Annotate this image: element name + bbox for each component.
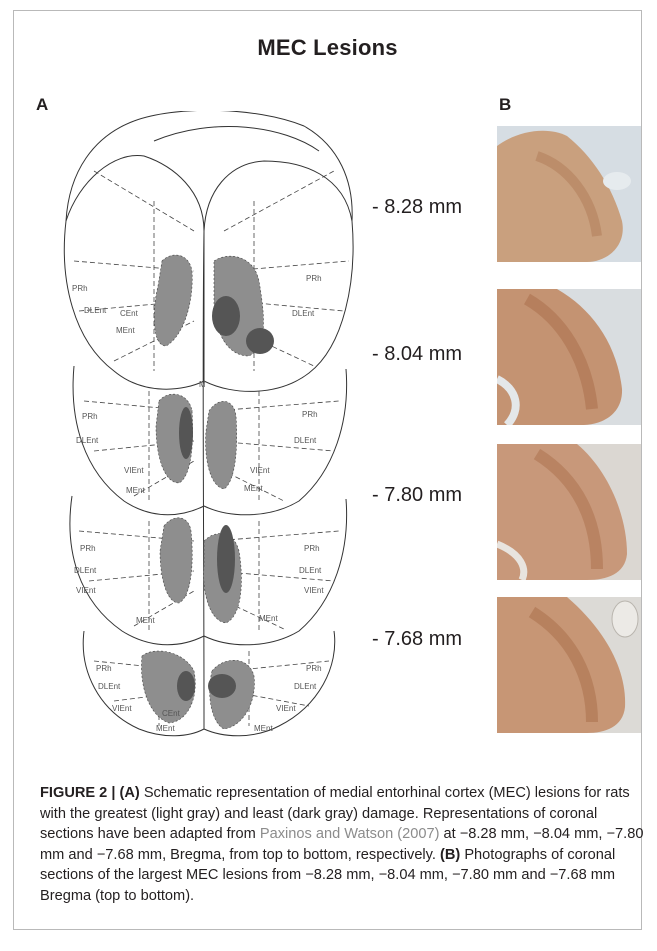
- region-label-ment: MEnt: [244, 484, 263, 493]
- lesion-dark: [217, 525, 235, 593]
- lesion-light: [206, 401, 237, 489]
- level-label-4: - 7.68 mm: [372, 628, 462, 651]
- region-label-ment: MEnt: [116, 326, 135, 335]
- region-label-dlent: DLEnt: [76, 436, 99, 445]
- region-label-vient: VIEnt: [276, 704, 296, 713]
- caption-reference-link[interactable]: Paxinos and Watson (2007): [260, 826, 440, 842]
- level-label-1: - 8.28 mm: [372, 196, 462, 219]
- level-label-2: - 8.04 mm: [372, 343, 462, 366]
- caption-marker-b: (B): [440, 847, 460, 863]
- caption-marker-a: (A): [120, 785, 140, 801]
- lesion-dark: [212, 296, 240, 336]
- section-photo-2: [497, 289, 641, 425]
- section-photo-3: [497, 444, 641, 580]
- region-label-ment: MEnt: [126, 486, 145, 495]
- region-label-ment: MEnt: [259, 614, 278, 623]
- region-label-dlent: DLEnt: [74, 566, 97, 575]
- region-label-prh: PRh: [306, 664, 322, 673]
- level-label-3: - 7.80 mm: [372, 484, 462, 507]
- caption-label: FIGURE 2 |: [40, 785, 120, 801]
- region-label-prh: PRh: [96, 664, 112, 673]
- figure-caption: FIGURE 2 | (A) Schematic representation …: [40, 783, 646, 906]
- region-label-dlent: DLEnt: [98, 682, 121, 691]
- region-label-ment: MEnt: [254, 724, 273, 733]
- lesion-dark: [177, 671, 195, 701]
- region-label-ment: MEnt: [136, 616, 155, 625]
- region-label-vient: VIEnt: [112, 704, 132, 713]
- region-label-vient: VIEnt: [76, 586, 96, 595]
- section-outline: [154, 127, 319, 151]
- region-label-prh: PRh: [302, 410, 318, 419]
- lesion-light: [154, 255, 192, 346]
- coronal-sections-schematic: PRh DLEnt MEnt CEnt PRh DLEnt PRh DLEnt …: [54, 111, 364, 741]
- region-label-prh: PRh: [306, 274, 322, 283]
- lesion-dark: [208, 674, 236, 698]
- region-label-dlent: DLEnt: [294, 682, 317, 691]
- region-label-vient: VIEnt: [304, 586, 324, 595]
- region-label-dlent: DLEnt: [292, 309, 315, 318]
- region-label-cent: CEnt: [120, 309, 139, 318]
- lesion-dark: [246, 328, 274, 354]
- panel-a-label: A: [36, 95, 48, 115]
- region-label-prh: PRh: [82, 412, 98, 421]
- section-photo-1: [497, 126, 641, 262]
- region-label-dlent: DLEnt: [299, 566, 322, 575]
- region-label-prh: PRh: [80, 544, 96, 553]
- region-label-vient: VIEnt: [250, 466, 270, 475]
- region-label-ment: MEnt: [156, 724, 175, 733]
- region-label-cent: CEnt: [162, 709, 181, 718]
- figure-panel: MEC Lesions A B: [13, 10, 642, 930]
- lesion-dark: [179, 407, 193, 459]
- region-label-dlent: DLEnt: [294, 436, 317, 445]
- region-label-prh: PRh: [304, 544, 320, 553]
- region-label-prh: PRh: [72, 284, 88, 293]
- section-photo-4: [497, 597, 641, 733]
- region-label-dlent: DLEnt: [84, 306, 107, 315]
- lesion-light: [160, 518, 192, 603]
- panel-b-label: B: [499, 95, 511, 115]
- region-label-vient: VIEnt: [124, 466, 144, 475]
- region-label-m: M: [199, 380, 206, 389]
- figure-title: MEC Lesions: [14, 35, 641, 61]
